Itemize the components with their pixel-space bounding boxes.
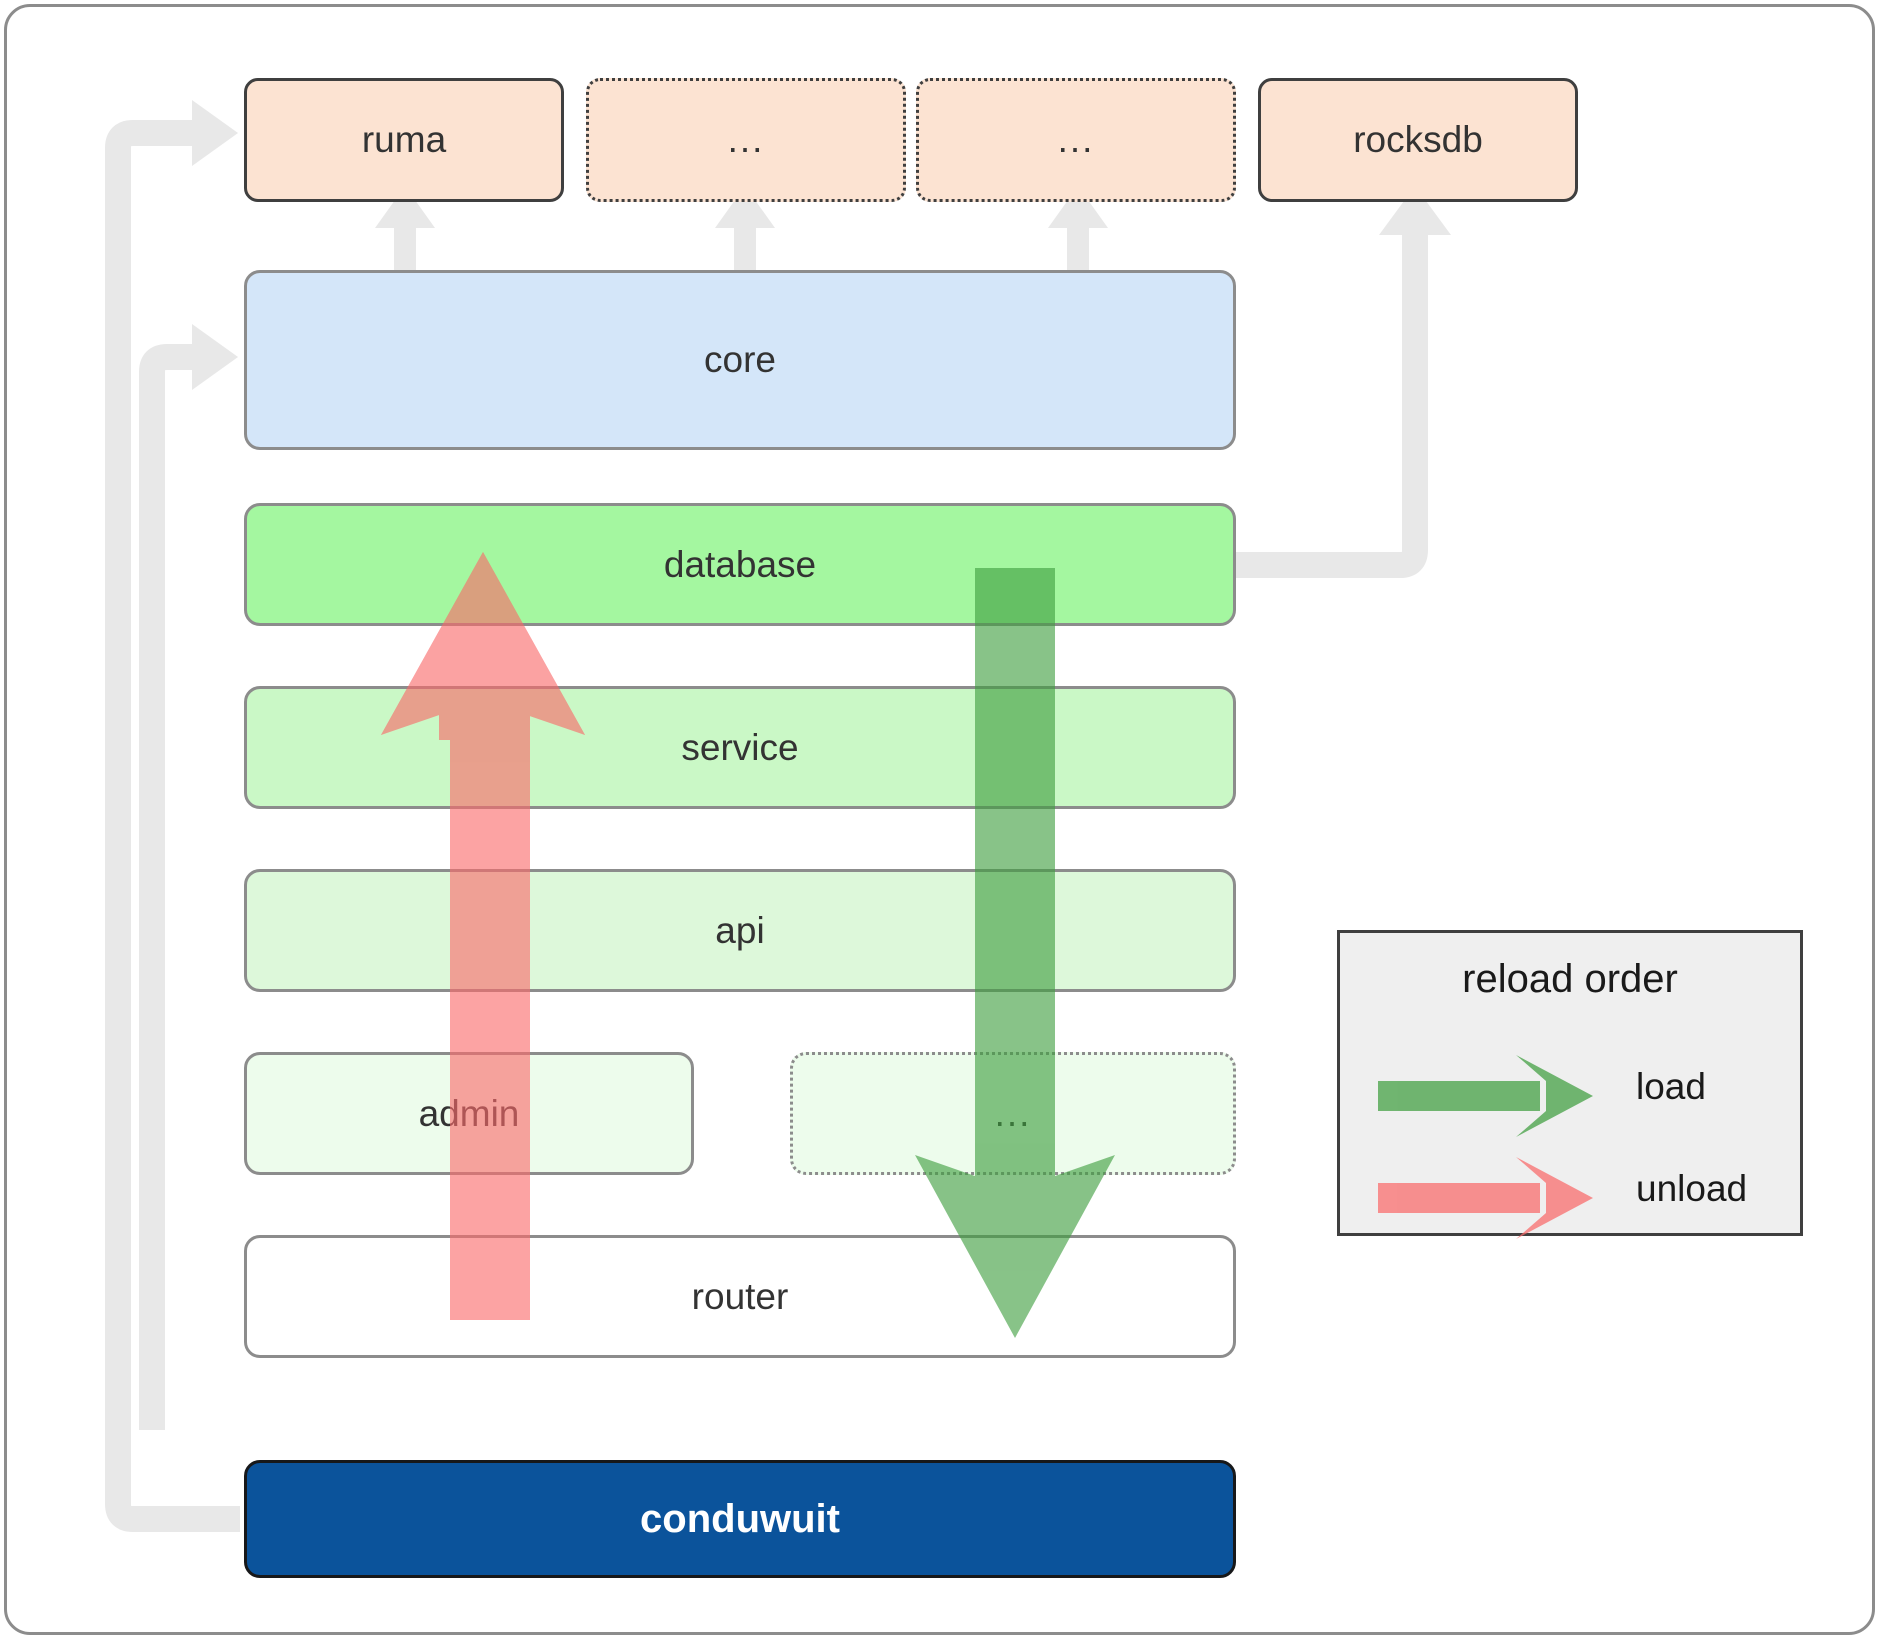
- legend-arrow-swatches: [1378, 1055, 1593, 1239]
- arrowhead-rocksdb-bottom: [1379, 186, 1451, 235]
- legend-label-load: load: [1636, 1066, 1706, 1107]
- legend-panel: reload order load unload: [1337, 930, 1803, 1239]
- legend-swatch-load: [1378, 1055, 1593, 1137]
- arrowhead-ellipsis2-bottom: [1048, 186, 1108, 228]
- arrowhead-ellipsis1-bottom: [715, 186, 775, 228]
- arrowhead-ruma-left: [192, 100, 238, 166]
- flow-arrow-load: [915, 568, 1115, 1338]
- connector-conduwuit-to-ruma: [105, 120, 240, 1532]
- legend-label-unload: unload: [1636, 1168, 1748, 1209]
- arrowhead-core-left: [192, 324, 238, 390]
- connector-database-to-rocksdb: [1230, 235, 1428, 578]
- flow-arrow-unload: [381, 552, 585, 1320]
- layer-core[interactable]: core: [244, 270, 1236, 450]
- arrowhead-ruma-bottom: [375, 186, 435, 228]
- legend-title: reload order: [1462, 957, 1678, 1001]
- legend-swatch-unload: [1378, 1157, 1593, 1239]
- connector-conduwuit-to-core: [139, 344, 196, 1430]
